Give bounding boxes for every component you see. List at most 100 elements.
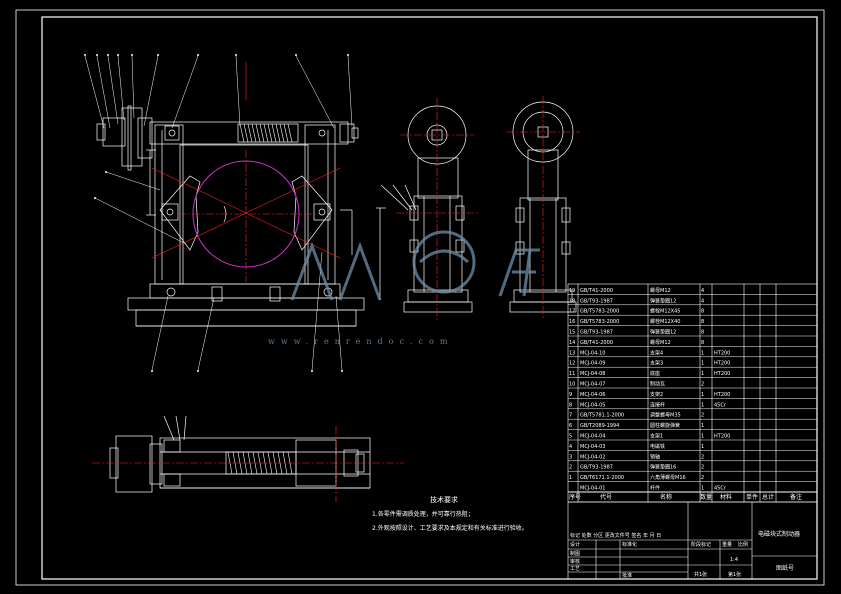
bom-cell-no: 7: [569, 413, 572, 419]
bom-cell-qty: 1: [701, 444, 704, 450]
bom-cell-code: GB/T5783-2000: [580, 309, 619, 315]
bom-cell-name: 圆柱螺旋弹簧: [650, 422, 680, 429]
bom-cell-code: GB/T5781.1-2000: [580, 413, 624, 419]
tech-note-1: 1.各零件需调质处理，并可靠行热阻；: [372, 510, 474, 518]
bom-cell-code: MCJ-04-03: [580, 444, 605, 450]
bom-cell-no: 3: [569, 454, 572, 460]
title-approve-label: 批准: [622, 572, 632, 579]
watermark-logo: [290, 230, 540, 301]
bom-header-qty: 数量: [700, 493, 712, 501]
bom-cell-qty: 1: [701, 402, 704, 408]
bom-cell-no: 17: [569, 309, 575, 315]
bom-cell-name: 制动瓦: [650, 381, 665, 388]
bom-cell-name: 螺栓M12X40: [650, 318, 680, 325]
bom-cell-no: 5: [569, 434, 572, 440]
title-process-label: 工艺: [570, 566, 580, 572]
top-view: [109, 415, 371, 493]
bom-header-remark: 备注: [790, 493, 802, 501]
bom-cell-material: 45Cr: [714, 486, 727, 492]
bom-cell-name: 支架1: [650, 433, 663, 440]
front-view-centerlines: [151, 62, 341, 282]
bom-cell-name: 弹簧垫圈16: [650, 464, 676, 471]
bom-cell-qty: 8: [701, 309, 704, 315]
bom-header: 序号 代号 名称 数量 材料 单件 总计 备注: [569, 493, 802, 501]
bom-cell-qty: 1: [701, 361, 704, 367]
bom-cell-no: 1: [569, 475, 572, 481]
bom-cell-qty: 2: [701, 413, 704, 419]
angle-mark: [223, 205, 227, 223]
bom-cell-name: 杆件: [650, 485, 660, 492]
bom-cell-code: MCJ-04-02: [580, 454, 605, 460]
title-ratio-label: 比例: [738, 541, 748, 548]
bom-cell-qty: 2: [701, 465, 704, 471]
title-design-label: 设计: [570, 541, 580, 548]
title-weight-label: 重量: [722, 541, 732, 548]
bom-row: 3 MCJ-04-02 销轴 2: [569, 453, 704, 460]
tech-note-2: 2.外观按照设计、工艺要求及本规定和有关标准进行验收。: [372, 524, 528, 532]
bom-cell-code: GB/T2089-1994: [580, 423, 619, 429]
title-scale: 1:4: [730, 557, 738, 563]
bom-cell-qty: 8: [701, 319, 704, 325]
bom-cell-qty: 8: [701, 330, 704, 336]
bom-cell-code: MCJ-04-08: [580, 371, 605, 377]
bom-header-no: 序号: [569, 493, 581, 501]
bom-cell-no: 8: [569, 402, 572, 408]
bom-cell-name: 调整螺母M35: [650, 412, 681, 419]
bom-cell-no: 12: [569, 361, 575, 367]
bom-cell-name: 六角薄螺母M16: [650, 474, 686, 481]
bom-cell-name: 销轴: [650, 453, 660, 460]
bom-cell-no: 4: [569, 444, 572, 450]
bom-cell-name: 连接杆: [650, 401, 665, 408]
bom-cell-no: 2: [569, 465, 572, 471]
side-view-right-centerlines: [506, 96, 580, 318]
bom-cell-qty: 2: [701, 454, 704, 460]
side-view-left-centerlines: [396, 98, 478, 320]
outer-frame: [15, 9, 825, 586]
bom-cell-code: MCJ-04-06: [580, 392, 605, 398]
title-revision-row: 标记 处数 分区 更改文件号 签名 年 月 日: [570, 532, 661, 539]
bom-cell-code: MCJ-04-01: [580, 486, 605, 492]
bom-cell-qty: 1: [701, 371, 704, 377]
bom-cell-name: 底座: [650, 370, 660, 377]
bom-cell-material: HT200: [714, 350, 730, 356]
bom-cell-qty: 1: [701, 392, 704, 398]
bom-cell-code: GB/T93-1987: [580, 465, 613, 471]
bom-cell-no: 6: [569, 423, 572, 429]
bom-cell-material: HT200: [714, 361, 730, 367]
bom-header-material: 材料: [720, 493, 732, 501]
bom-cell-name: 螺母M12: [650, 339, 671, 346]
front-view-leader-dots: [84, 54, 349, 372]
bom-row: 7 GB/T5781.1-2000 调整螺母M35 2: [569, 412, 704, 419]
front-view: [96, 105, 365, 327]
bom-cell-no: 10: [569, 382, 575, 388]
bom-header-unit: 单件: [746, 493, 758, 501]
bom-cell-code: MCJ-04-04: [580, 434, 605, 440]
front-view-leaders: [84, 55, 353, 371]
bom-cell-qty: 8: [701, 340, 704, 346]
bom-cell-code: MCJ-04-10: [580, 350, 605, 356]
bom-cell-code: MCJ-04-09: [580, 361, 605, 367]
title-standard-label: 标准化: [622, 541, 637, 548]
drawing-number: 图纸号: [776, 564, 794, 572]
bom-cell-code: GB/T93-1987: [580, 298, 613, 304]
bom-cell-code: MCJ-04-07: [580, 382, 605, 388]
bom-header-name: 名称: [660, 493, 672, 501]
bom-cell-code: MCJ-04-05: [580, 402, 605, 408]
bom-cell-name: 螺栓M12X45: [650, 308, 680, 315]
bom-cell-name: 弹簧垫圈12: [650, 329, 676, 336]
